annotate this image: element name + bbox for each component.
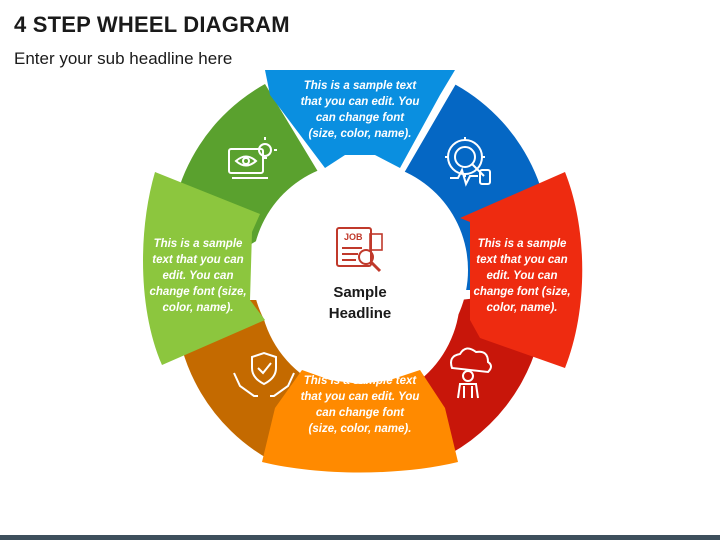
block-top[interactable]: [265, 70, 455, 168]
block-right-text: This is a sample text that you can edit.…: [473, 238, 571, 314]
block-bottom-text: This is a sample text that you can edit.…: [300, 375, 420, 435]
center-headline: Sample Headline: [328, 284, 392, 322]
person-cloud-icon: [450, 347, 492, 399]
block-left[interactable]: [143, 172, 265, 365]
bottom-bar: [0, 535, 720, 540]
block-right[interactable]: [460, 172, 583, 368]
block-bottom[interactable]: [262, 370, 458, 473]
job-search-icon: [336, 227, 383, 273]
page-subtitle: Enter your sub headline here: [14, 49, 233, 68]
block-left-text: This is a sample text that you can edit.…: [149, 238, 247, 314]
shield-hands-icon: [233, 351, 295, 397]
job-icon-label: JOB: [344, 232, 363, 242]
block-top-text: This is a sample text that you can edit.…: [300, 80, 420, 140]
eye-document-icon: [228, 137, 277, 179]
page-title: 4 STEP WHEEL DIAGRAM: [14, 12, 290, 37]
center-circle: [252, 162, 468, 378]
gear-magnifier-icon: [445, 137, 491, 187]
